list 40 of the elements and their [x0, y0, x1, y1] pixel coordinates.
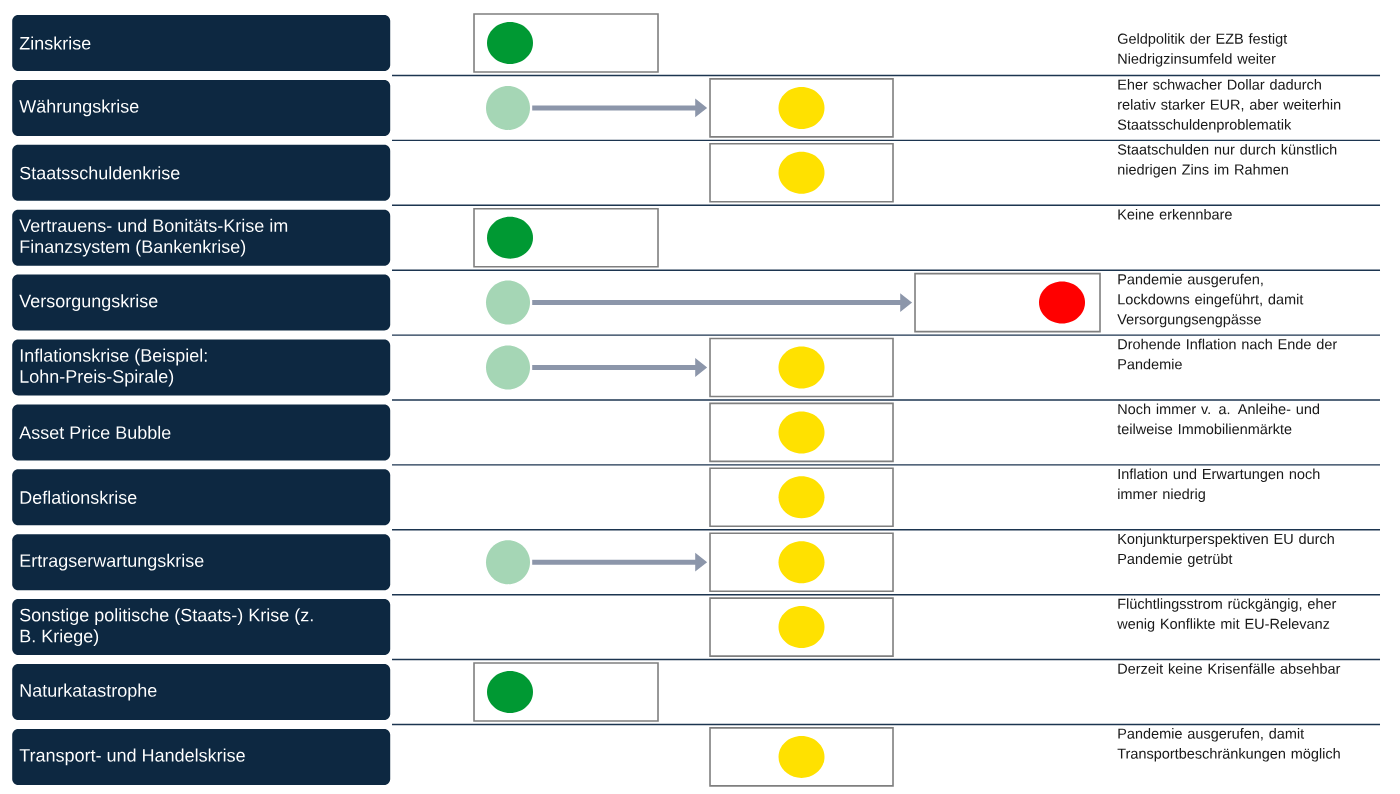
category-box: Deflationskrise	[12, 469, 391, 526]
description-text: Noch immer v. a. Anleihe- und teilweise Immobilienmärkte	[1117, 403, 1320, 435]
category-box: Transport- und Handelskrise	[12, 728, 391, 785]
faded-circle	[486, 540, 530, 585]
status-box	[473, 13, 659, 73]
category-box: Naturkatastrophe	[12, 664, 391, 720]
category-box: Versorgungskrise	[12, 274, 391, 331]
status-box	[914, 272, 1101, 333]
description-text: Eher schwacher Dollar dadurch relativ starker EUR, aber weiterhin Staatsschuldenproblematik	[1117, 79, 1341, 133]
category-box: Vertrauens- und Bonitäts-Krise im Finanzsystem (Bankenkrise)	[12, 209, 391, 266]
status-box	[709, 467, 894, 528]
category-box: Währungskrise	[12, 79, 391, 136]
category-box: Ertragserwartungskrise	[12, 534, 391, 591]
status-box	[709, 402, 894, 463]
status-box	[709, 532, 894, 592]
status-box	[473, 662, 659, 722]
category-box: Zinskrise	[12, 15, 391, 71]
faded-circle	[486, 85, 530, 130]
category-box: Asset Price Bubble	[12, 404, 391, 461]
description-text: Konjunkturperspektiven EU durch Pandemie getrübt	[1118, 533, 1334, 567]
description-text: Pandemie ausgerufen, Lockdowns eingeführt, damit Versorgungsengpässe	[1117, 273, 1304, 328]
category-box: Staatsschuldenkrise	[12, 144, 391, 201]
description-text: Staatschulden nur durch künstlich niedrigen Zins im Rahmen	[1117, 144, 1337, 178]
status-box	[709, 78, 894, 138]
status-box	[709, 597, 894, 657]
status-box	[709, 143, 894, 203]
status-box	[709, 337, 894, 398]
description-text: Inflation und Erwartungen noch immer niedrig	[1118, 468, 1320, 502]
description-text: Derzeit keine Krisenfälle absehbar	[1118, 663, 1341, 674]
description-text: Geldpolitik der EZB festigt Niedrigzinsumfeld weiter	[1117, 33, 1288, 67]
description-text: Pandemie ausgerufen, damit Transportbeschränkungen möglich	[1117, 728, 1340, 762]
status-box	[709, 727, 894, 787]
status-box	[473, 207, 659, 268]
category-box: Sonstige politische (Staats-) Krise (z. B. Kriege)	[12, 599, 391, 656]
category-box: Inflationskrise (Beispiel: Lohn-Preis-Spirale)	[12, 339, 391, 396]
description-text: Keine erkennbare	[1118, 208, 1232, 220]
faded-circle	[486, 280, 530, 325]
faded-circle	[486, 345, 530, 390]
description-text: Flüchtlingsstrom rückgängig, eher wenig Konflikte mit EU-Relevanz	[1117, 598, 1337, 632]
description-text: Drohende Inflation nach Ende der Pandemie	[1118, 338, 1337, 370]
